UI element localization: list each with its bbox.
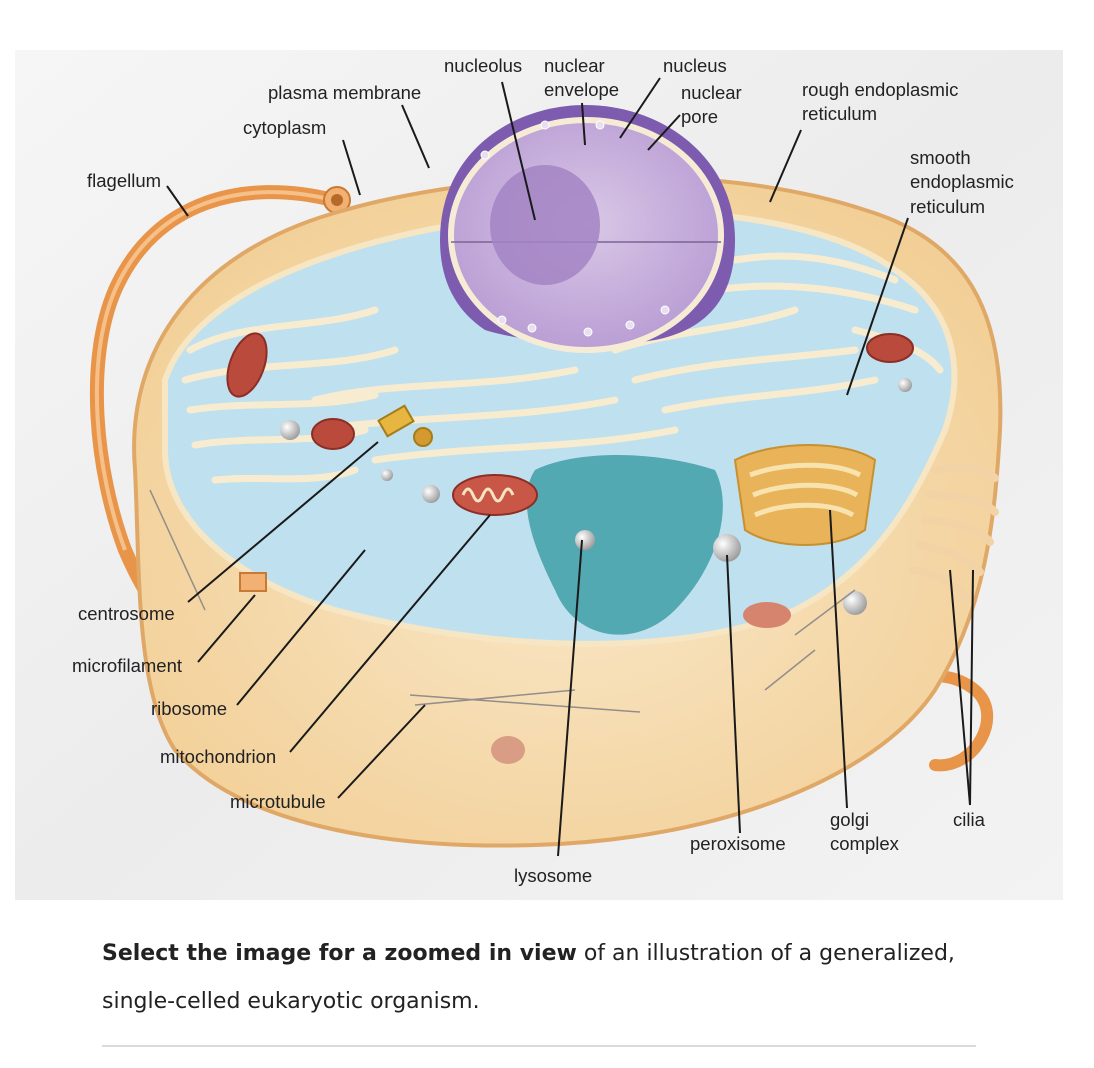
- label-golgi-line1: golgi: [830, 809, 869, 830]
- leader-lines: [166, 77, 974, 857]
- label-mitochondrion: mitochondrion: [160, 746, 276, 767]
- label-golgi-line2: complex: [830, 833, 900, 854]
- cilia-shapes: [909, 464, 999, 602]
- label-lysosome: lysosome: [514, 865, 592, 886]
- divider: [102, 1045, 976, 1047]
- cell-diagram-figure[interactable]: nucleolus nuclear envelope nucleus nucle…: [15, 50, 1063, 900]
- label-flagellum: flagellum: [87, 170, 161, 191]
- label-nuclear-envelope-line1: nuclear: [544, 55, 605, 76]
- microtubule-shapes: [149, 489, 856, 713]
- mitochondrion-shape-mid: [311, 418, 355, 450]
- nucleus-shape: [440, 105, 735, 353]
- label-cilia: cilia: [953, 809, 986, 830]
- mitochondrion-shape-lower: [743, 602, 791, 628]
- label-nucleolus: nucleolus: [444, 55, 522, 76]
- microfilament-shape: [239, 572, 267, 592]
- label-smooth-er-line1: smooth: [910, 147, 971, 168]
- label-peroxisome: peroxisome: [690, 833, 786, 854]
- figure-caption: Select the image for a zoomed in view of…: [102, 930, 982, 1026]
- label-microfilament: microfilament: [72, 655, 182, 676]
- smooth-er-shape: [526, 455, 723, 635]
- label-rough-er-line2: reticulum: [802, 103, 877, 124]
- label-microtubule: microtubule: [230, 791, 326, 812]
- label-ribosome: ribosome: [151, 698, 227, 719]
- label-rough-er-line1: rough endoplasmic: [802, 79, 958, 100]
- caption-text: of an illustration of a generalized, sin…: [102, 941, 955, 1014]
- label-plasma-membrane: plasma membrane: [268, 82, 421, 103]
- label-nuclear-pore-line2: pore: [681, 106, 718, 127]
- label-nuclear-envelope-line2: envelope: [544, 79, 619, 100]
- label-cytoplasm: cytoplasm: [243, 117, 326, 138]
- mitochondrion-shape-right: [866, 333, 914, 363]
- golgi-complex-shape: [733, 444, 877, 546]
- label-centrosome: centrosome: [78, 603, 175, 624]
- mitochondrion-shape-bottom: [491, 736, 525, 764]
- label-nuclear-pore-line1: nuclear: [681, 82, 742, 103]
- caption-bold-text[interactable]: Select the image for a zoomed in view: [102, 941, 577, 966]
- label-nucleus: nucleus: [663, 55, 727, 76]
- label-smooth-er-line3: reticulum: [910, 196, 985, 217]
- mitochondrion-shape-left: [226, 332, 268, 398]
- endoplasmic-reticulum-shape: [181, 252, 944, 484]
- centrosome-shape: [377, 404, 433, 447]
- mitochondrion-shape-cut: [452, 474, 538, 516]
- vesicle-shapes: [280, 378, 912, 615]
- label-smooth-er-line2: endoplasmic: [910, 171, 1014, 192]
